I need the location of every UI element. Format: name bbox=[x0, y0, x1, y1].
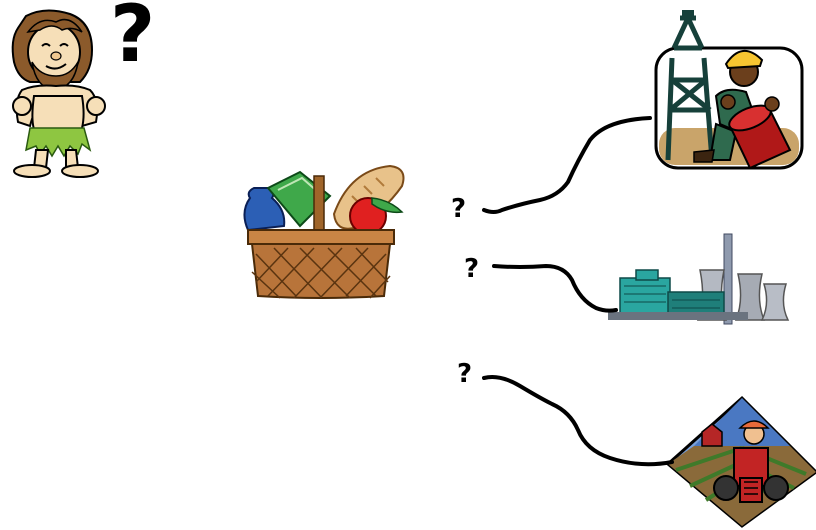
question-mark-power: ? bbox=[464, 254, 480, 284]
connection-line-oil bbox=[482, 116, 652, 214]
grocery-basket-icon bbox=[243, 164, 405, 299]
connection-line-farm bbox=[482, 375, 674, 467]
question-mark-oil: ? bbox=[451, 194, 467, 224]
large-question-mark: ? bbox=[110, 0, 156, 80]
power-plant-icon bbox=[608, 233, 790, 325]
oil-rig-worker-icon bbox=[654, 10, 804, 170]
tractor-farmer-icon bbox=[665, 395, 816, 528]
question-mark-farm: ? bbox=[457, 359, 473, 389]
connection-line-power bbox=[492, 263, 618, 313]
caveman-icon bbox=[11, 9, 106, 178]
